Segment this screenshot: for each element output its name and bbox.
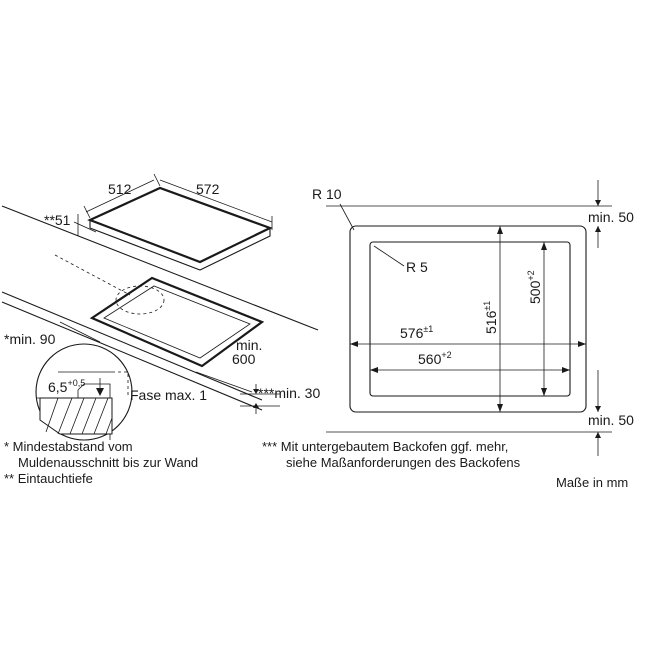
note-3-line-2: siehe Maßanforderungen des Backofens bbox=[286, 455, 521, 470]
dim-572: 572 bbox=[196, 181, 220, 197]
detail-depth: 6,5+0,5 bbox=[48, 378, 85, 395]
dim-512: 512 bbox=[108, 181, 132, 197]
note-1-line-1: * Mindestabstand vom bbox=[4, 439, 133, 454]
panel-outer bbox=[349, 225, 587, 413]
arrow-516-bottom bbox=[497, 404, 503, 412]
dim-line-51 bbox=[73, 214, 97, 236]
arrow-500-bottom bbox=[541, 388, 547, 396]
footnotes: * Mindestabstand vom Muldenausschnitt bi… bbox=[4, 439, 628, 490]
note-1-line-2: Muldenausschnitt bis zur Wand bbox=[18, 455, 198, 470]
detail-hatch bbox=[45, 397, 113, 435]
dim-ext-30 bbox=[240, 393, 280, 407]
arrow-30-bottom bbox=[253, 403, 259, 408]
chamfer-label: Fase max. 1 bbox=[130, 387, 207, 403]
arrow-576-left bbox=[350, 341, 358, 347]
dim-ext-512 bbox=[83, 173, 161, 219]
detail-section bbox=[39, 397, 113, 435]
leader-r5 bbox=[373, 245, 405, 267]
arrow-560-right bbox=[562, 367, 570, 373]
dim-insertion: **51 bbox=[44, 212, 71, 228]
note-3-line-1: *** Mit untergebautem Backofen ggf. mehr… bbox=[262, 439, 508, 454]
radius-outer: R 10 bbox=[312, 186, 342, 202]
radius-inner: R 5 bbox=[406, 259, 428, 275]
worktop-back-edge bbox=[1, 205, 319, 331]
dim-front-min-value: 600 bbox=[232, 351, 256, 367]
width-inner: 560+2 bbox=[418, 350, 452, 367]
arrow-top-2 bbox=[595, 226, 601, 232]
width-outer: 576±1 bbox=[400, 324, 433, 341]
worktop-front-edge-top bbox=[1, 291, 263, 401]
cooktop-glass-thickness bbox=[89, 220, 271, 271]
arrow-top-1 bbox=[595, 200, 601, 206]
min-bottom: min. 50 bbox=[588, 412, 634, 428]
cutout-outer bbox=[89, 276, 265, 368]
worktop-front-edge-bottom bbox=[1, 301, 263, 411]
min-top: min. 50 bbox=[588, 209, 634, 225]
dim-line-512 bbox=[85, 179, 155, 213]
detail-arrow bbox=[96, 388, 104, 396]
arrow-bottom-1 bbox=[595, 406, 601, 412]
arrow-576-right bbox=[578, 341, 586, 347]
arrow-516-top bbox=[497, 226, 503, 234]
arrow-bottom-2 bbox=[595, 432, 601, 438]
leader-r10 bbox=[339, 203, 355, 231]
isometric-view: 512 572 **51 *min. 90 min. 600 ***min. 3… bbox=[1, 173, 320, 441]
depth-inner: 500+2 bbox=[526, 270, 543, 304]
detail-outline bbox=[35, 343, 133, 441]
dim-front-min-label: min. bbox=[236, 337, 262, 353]
dim-line-572 bbox=[159, 179, 273, 223]
edge-detail: 6,5+0,5 bbox=[35, 343, 133, 441]
arrow-30-top bbox=[253, 389, 259, 394]
dim-wall-distance: *min. 90 bbox=[4, 331, 56, 347]
depth-outer: 516±1 bbox=[482, 301, 499, 334]
cutout-top-view: min. 50 min. 50 R 10 R 5 576±1 560+2 516… bbox=[312, 180, 634, 456]
hidden-edge-line bbox=[54, 254, 131, 296]
detail-circle bbox=[115, 285, 165, 315]
dim-line-90 bbox=[59, 321, 101, 343]
arrow-560-left bbox=[370, 367, 378, 373]
cutout-rect bbox=[369, 241, 571, 397]
units-note: Maße in mm bbox=[556, 475, 628, 490]
dim-below: ***min. 30 bbox=[258, 385, 320, 401]
dim-line-600 bbox=[195, 371, 253, 393]
note-2: ** Eintauchtiefe bbox=[4, 471, 93, 486]
arrow-500-top bbox=[541, 242, 547, 250]
cutout-inner bbox=[103, 285, 251, 359]
detail-chamfer-guide bbox=[112, 371, 129, 398]
